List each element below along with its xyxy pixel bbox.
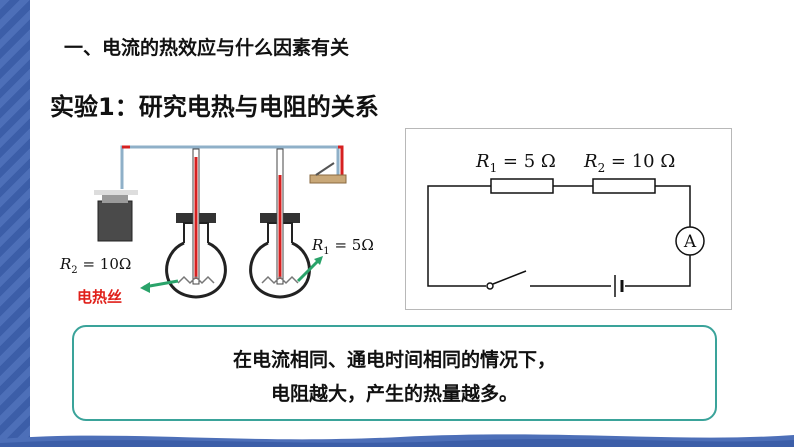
battery-icon	[94, 190, 138, 242]
ammeter-symbol: A	[683, 232, 697, 252]
r1-apparatus-label: R1 = 5Ω	[311, 236, 374, 257]
switch-gap	[486, 281, 530, 291]
top-wire	[120, 145, 340, 189]
circuit-diagram: A R1 = 5 Ω R2 = 10 Ω	[405, 128, 732, 310]
arrow-head-left	[140, 282, 150, 293]
r1-circuit-label: R1 = 5 Ω	[475, 151, 556, 175]
r2-apparatus-label: R2 = 10Ω	[59, 255, 131, 276]
decorative-sidebar	[0, 0, 30, 447]
flask-left	[165, 148, 227, 299]
conclusion-line-1: 在电流相同、通电时间相同的情况下，	[232, 349, 556, 371]
flask-right	[249, 148, 311, 299]
resistor-r1	[490, 178, 554, 194]
circuit-wire-frame	[427, 185, 691, 287]
right-wire-red	[338, 145, 344, 175]
experiment-title: 实验1：研究电热与电阻的关系	[50, 93, 379, 121]
switch-blade	[492, 270, 527, 285]
heating-wire-label: 电热丝	[77, 288, 123, 306]
experiment-apparatus-illustration: R2 = 10Ω R1 = 5Ω	[59, 145, 374, 299]
r2-circuit-label: R2 = 10 Ω	[583, 151, 675, 175]
conclusion-line-2: 电阻越大，产生的热量越多。	[270, 383, 518, 405]
arrow-head-right	[314, 256, 323, 265]
switch-icon	[309, 162, 347, 184]
ammeter-icon	[675, 226, 705, 256]
switch-pivot	[486, 282, 494, 290]
arrow-r1	[296, 257, 322, 283]
conclusion-callout: 在电流相同、通电时间相同的情况下， 电阻越大，产生的热量越多。	[72, 325, 717, 421]
section-heading: 一、电流的热效应与什么因素有关	[64, 37, 350, 59]
decorative-bottom-wave	[0, 434, 794, 447]
resistor-r2	[592, 178, 656, 194]
